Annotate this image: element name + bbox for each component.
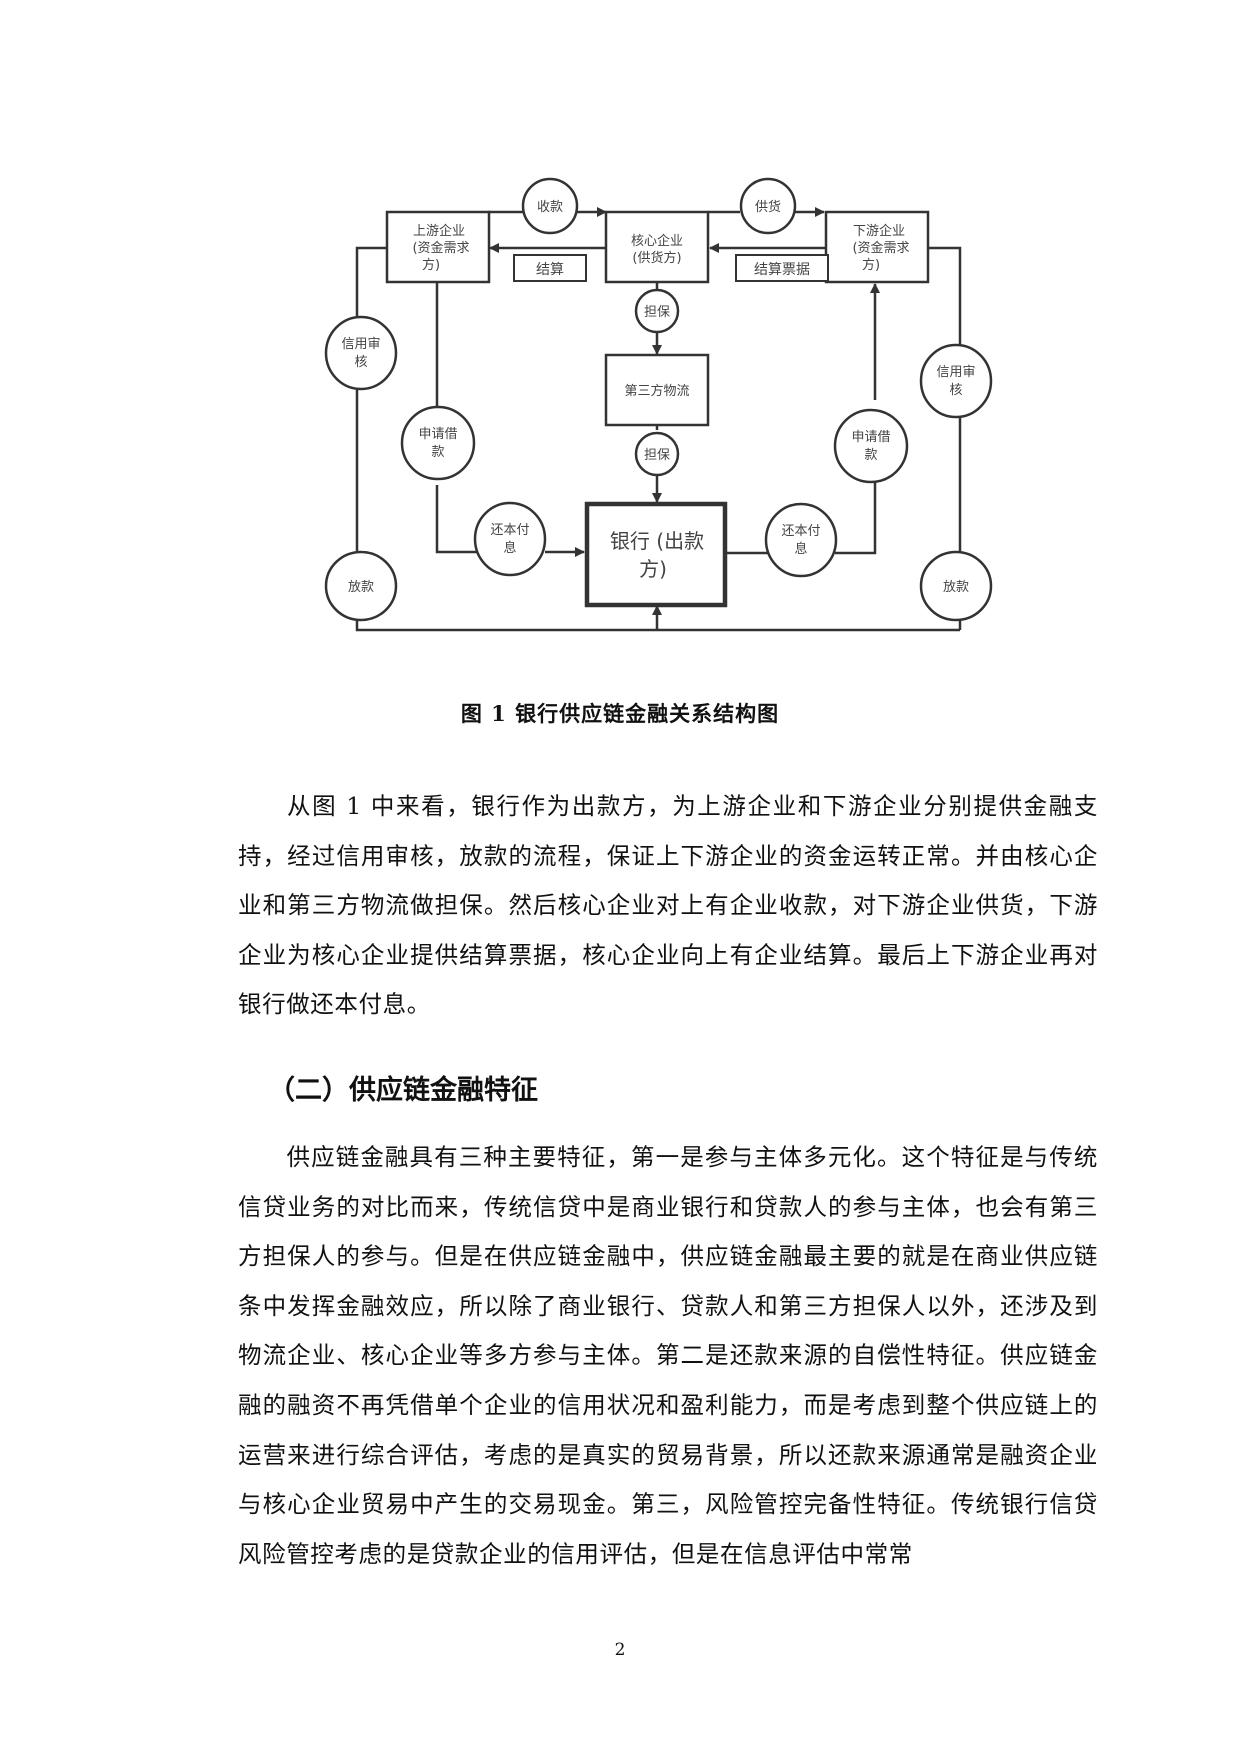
circle-guarantee-bottom-label: 担保 bbox=[644, 448, 670, 463]
circle-credit-left bbox=[324, 315, 398, 391]
supply-chain-finance-diagram: 上游企业 (资金需求 方) 核心企业 (供货方) 下游企业 (资金需求 方) 第… bbox=[324, 177, 993, 632]
label-box-settle bbox=[513, 254, 587, 282]
node-downstream-line3: 方) bbox=[862, 257, 880, 273]
node-bank bbox=[584, 501, 728, 608]
section-heading: （二）供应链金融特征 bbox=[268, 1075, 538, 1106]
figure-caption: 图 1 银行供应链金融关系结构图 bbox=[460, 701, 780, 726]
node-bank-line1: 银行 (出款 bbox=[610, 529, 704, 553]
circle-repay-left-line2: 息 bbox=[503, 540, 516, 556]
circle-guarantee-top-label: 担保 bbox=[644, 305, 670, 320]
circle-credit-left-line1: 信用审 bbox=[341, 337, 380, 352]
node-core-line2: (供货方) bbox=[632, 250, 681, 266]
circle-supply-label: 供货 bbox=[755, 199, 781, 215]
circle-credit-right-line2: 核 bbox=[949, 383, 962, 398]
circle-disburse-right-label: 放款 bbox=[943, 580, 969, 595]
circle-repay-left bbox=[473, 501, 547, 577]
node-logistics bbox=[604, 353, 710, 427]
circle-guarantee-bottom bbox=[634, 431, 680, 477]
circle-credit-right-line1: 信用审 bbox=[936, 365, 975, 380]
node-downstream-line2: (资金需求 bbox=[852, 240, 909, 256]
circle-credit-left-line2: 核 bbox=[354, 355, 367, 370]
paragraph-1: 从图 1 中来看，银行作为出款方，为上游企业和下游企业分别提供金融支持，经过信用… bbox=[238, 782, 1098, 1030]
node-downstream-line1: 下游企业 bbox=[853, 223, 905, 239]
circle-repay-right bbox=[764, 502, 838, 578]
circle-loan-apply-right bbox=[833, 408, 909, 484]
circle-collect bbox=[521, 177, 579, 235]
node-upstream-line2: (资金需求 bbox=[412, 240, 469, 256]
node-upstream bbox=[385, 210, 491, 284]
node-core-line1: 核心企业 bbox=[631, 233, 683, 249]
paragraph-2-text: 供应链金融具有三种主要特征，第一是参与主体多元化。这个特征是与传统信贷业务的对比… bbox=[238, 1143, 1098, 1568]
node-logistics-label: 第三方物流 bbox=[624, 383, 689, 399]
node-downstream bbox=[824, 210, 930, 284]
circle-disburse-left-label: 放款 bbox=[348, 580, 374, 595]
circle-repay-right-line2: 息 bbox=[794, 541, 807, 557]
circle-supply bbox=[739, 177, 797, 235]
label-box-settle-bill bbox=[735, 254, 829, 282]
page-number: 2 bbox=[614, 1640, 626, 1660]
node-bank-line2: 方) bbox=[639, 557, 667, 581]
circle-guarantee-top bbox=[634, 288, 680, 334]
circle-repay-right-line1: 还本付 bbox=[781, 524, 820, 539]
circle-loan-apply-right-line2: 款 bbox=[864, 448, 877, 463]
circle-collect-label: 收款 bbox=[537, 200, 563, 215]
node-upstream-line1: 上游企业 bbox=[413, 223, 465, 239]
label-settle: 结算 bbox=[536, 262, 564, 278]
circle-disburse-right bbox=[919, 550, 993, 622]
circle-repay-left-line1: 还本付 bbox=[490, 523, 529, 538]
circle-loan-apply-left-line2: 款 bbox=[431, 445, 444, 460]
circle-disburse-left bbox=[324, 550, 398, 622]
node-core bbox=[604, 210, 710, 284]
circle-loan-apply-left-line1: 申请借 bbox=[418, 427, 457, 442]
label-settle-bill: 结算票据 bbox=[754, 262, 810, 278]
paragraph-2: 供应链金融具有三种主要特征，第一是参与主体多元化。这个特征是与传统信贷业务的对比… bbox=[238, 1133, 1098, 1579]
circle-credit-right bbox=[919, 343, 993, 419]
paragraph-1-text: 从图 1 中来看，银行作为出款方，为上游企业和下游企业分别提供金融支持，经过信用… bbox=[238, 792, 1098, 1019]
circle-loan-apply-right-line1: 申请借 bbox=[851, 430, 890, 445]
circle-loan-apply-left bbox=[400, 405, 476, 481]
node-upstream-line3: 方) bbox=[422, 257, 440, 273]
